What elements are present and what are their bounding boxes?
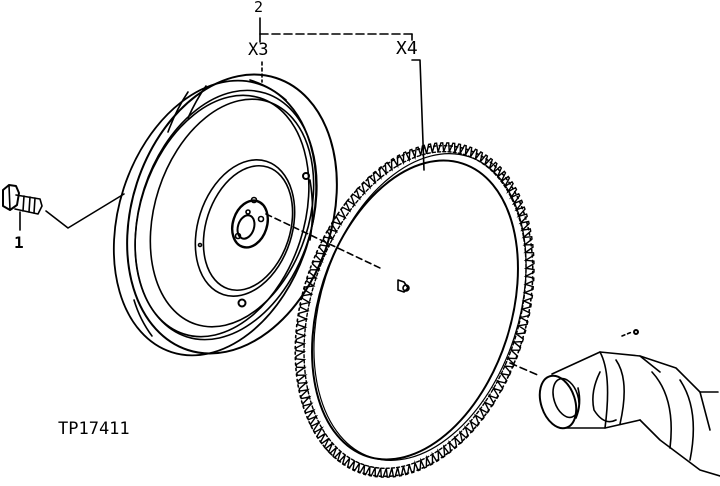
callout-item-1: 1 [14,233,24,252]
callout-item-2: 2 [254,0,264,16]
callout-leaders [259,17,425,171]
ring-gear-tooth-profile [295,142,535,478]
figure-id: TP17411 [58,419,130,439]
callout-quantity-x3: X3 [248,40,269,60]
callout-quantity-x4: X4 [396,38,418,59]
ring-gear-teeth [295,142,535,478]
crankshaft-icon [509,329,720,477]
flywheel-icon [112,73,338,357]
dowel-pin-icon [265,213,410,293]
cap-screw-icon [2,184,125,231]
